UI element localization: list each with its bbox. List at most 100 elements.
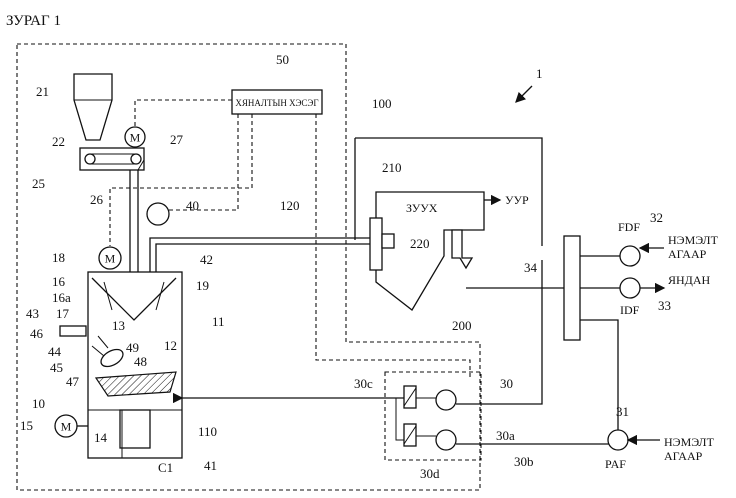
damper-fan-links (416, 397, 436, 437)
ref-30a: 30a (496, 428, 515, 443)
ref-220: 220 (410, 236, 430, 251)
ref-30c: 30c (354, 376, 373, 391)
ref-30b: 30b (514, 454, 534, 469)
ref-32: 32 (650, 210, 663, 225)
motor-18 (98, 246, 122, 270)
motor-18-label: M (105, 252, 116, 266)
damper-fan-upper (435, 389, 457, 411)
control-to-sensor-40 (168, 114, 239, 211)
damper-bypass (395, 398, 404, 441)
conveyor-roller-left (84, 153, 96, 165)
ref-44: 44 (48, 344, 62, 359)
control-unit-label: ХЯНАЛТЫН ХЭСЭГ (235, 98, 318, 108)
motor-27 (124, 126, 146, 148)
steam-label: УУР (505, 193, 529, 207)
ref-26: 26 (90, 192, 104, 207)
boiler-label: ЗУУХ (406, 201, 438, 215)
boiler (375, 191, 485, 311)
heater-fan-links (580, 255, 620, 289)
damper-fan-lower (435, 429, 457, 451)
conveyor-roller-right (130, 153, 142, 165)
ref-13: 13 (112, 318, 125, 333)
ref-47: 47 (66, 374, 80, 389)
ref-48: 48 (134, 354, 147, 369)
ref-45: 45 (50, 360, 63, 375)
sensor-40 (146, 202, 170, 226)
ref-30: 30 (500, 376, 513, 391)
conveyor-outlet (137, 150, 145, 171)
classifier-cone (91, 277, 177, 321)
aux-air-1-line1: НЭМЭЛТ (668, 233, 719, 247)
system-boundary-100 (16, 43, 481, 491)
ref-46: 46 (30, 326, 44, 341)
ref-11: 11 (212, 314, 225, 329)
ref-31: 31 (616, 404, 629, 419)
control-to-dampers (315, 114, 471, 378)
ref-33: 33 (658, 298, 671, 313)
damper-30d-blade (403, 425, 417, 445)
ref-16a: 16a (52, 290, 71, 305)
ref-21: 21 (36, 84, 49, 99)
chimney-label: ЯНДАН (668, 273, 711, 287)
ref-1: 1 (536, 66, 543, 81)
aux-air-2-line1: НЭМЭЛТ (664, 435, 715, 449)
ref-16: 16 (52, 274, 66, 289)
burner-nozzle (381, 233, 395, 249)
ref-17: 17 (56, 306, 70, 321)
fdf-fan (619, 245, 641, 267)
ref-22: 22 (52, 134, 65, 149)
secondary-air-duct (354, 137, 543, 246)
ref-10: 10 (32, 396, 45, 411)
damper-30c-blade (403, 387, 417, 407)
ref-120: 120 (280, 198, 300, 213)
idf-label: IDF (620, 303, 640, 317)
ref-100: 100 (372, 96, 392, 111)
boiler-hopper-outlet (451, 229, 474, 270)
ref-41: 41 (204, 458, 217, 473)
ref-18: 18 (52, 250, 65, 265)
fdf-label: FDF (618, 220, 640, 234)
ref-40: 40 (186, 198, 199, 213)
control-to-motor-18 (109, 114, 253, 246)
classifier-vane-left (103, 281, 113, 311)
ref-110: 110 (198, 424, 217, 439)
paf-label: PAF (605, 457, 626, 471)
air-heater-34 (563, 235, 581, 341)
ref-C1: C1 (158, 460, 173, 475)
figure-title: ЗУРАГ 1 (6, 13, 61, 29)
ref-30d: 30d (420, 466, 440, 481)
ref-42: 42 (200, 252, 213, 267)
pulverized-coal-pipe (149, 237, 376, 272)
paf-fan (607, 429, 629, 451)
ref-12: 12 (164, 338, 177, 353)
air-supply-lines (456, 260, 610, 445)
motor-15-label: M (61, 420, 72, 434)
ref-25: 25 (32, 176, 45, 191)
control-unit (231, 89, 323, 115)
hopper (73, 73, 113, 141)
ref-27: 27 (170, 132, 184, 147)
ref-19: 19 (196, 278, 209, 293)
roller-arm (91, 335, 109, 357)
damper-unit-30 (384, 371, 482, 461)
ref-50: 50 (276, 52, 289, 67)
motor-27-label: M (130, 131, 141, 145)
rotating-table (94, 371, 177, 397)
pressure-device-46 (59, 325, 87, 337)
control-to-motor-27 (134, 99, 232, 127)
aux-air-2-line2: АГААР (664, 449, 703, 463)
drive-shaft-gearbox (119, 409, 151, 449)
grinding-roller (100, 348, 124, 368)
aux-air-1-line2: АГААР (668, 247, 707, 261)
ref-34: 34 (524, 260, 538, 275)
burner-220 (369, 217, 383, 271)
ref-14: 14 (94, 430, 108, 445)
system-1-arrow (515, 85, 533, 103)
ref-15: 15 (20, 418, 33, 433)
ref-43: 43 (26, 306, 39, 321)
ref-49: 49 (126, 340, 139, 355)
idf-fan (619, 277, 641, 299)
reference-numerals: 1 50 100 21 22 27 25 26 40 120 210 32 18… (20, 52, 671, 481)
ref-210: 210 (382, 160, 402, 175)
